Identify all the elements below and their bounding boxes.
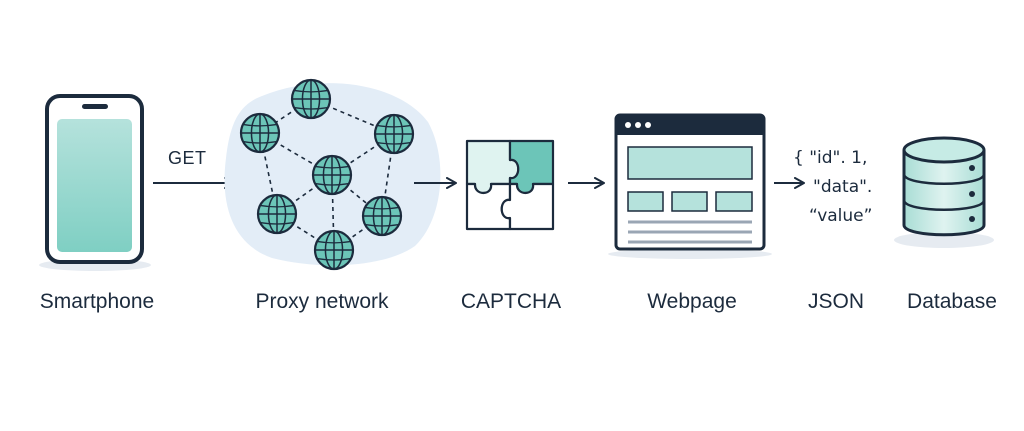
edge-label-get: GET	[168, 148, 207, 168]
puzzle-piece-bottom-right	[500, 182, 555, 231]
globe-icon	[239, 112, 281, 154]
label-smartphone: Smartphone	[39, 290, 155, 313]
globe-icon	[373, 113, 415, 155]
globe-icon	[290, 78, 332, 120]
json-line-1: { "id". 1,	[793, 148, 868, 168]
globe-icon	[311, 154, 353, 196]
globe-network-icon	[224, 78, 441, 271]
json-snippet: { "id". 1, "data". “value”	[793, 144, 893, 231]
globe-icon	[313, 229, 355, 271]
database-icon	[894, 136, 994, 248]
label-json: JSON	[807, 290, 865, 313]
label-proxy-network: Proxy network	[255, 290, 389, 313]
label-captcha: CAPTCHA	[460, 290, 562, 313]
browser-window-icon	[608, 113, 772, 259]
label-webpage: Webpage	[647, 290, 737, 313]
puzzle-icon	[465, 139, 555, 231]
label-database: Database	[907, 290, 997, 313]
globe-icon	[361, 195, 403, 237]
json-line-3: “value”	[809, 206, 873, 226]
json-line-2: "data".	[813, 177, 873, 197]
globe-icon	[256, 193, 298, 235]
smartphone-icon	[39, 94, 151, 271]
